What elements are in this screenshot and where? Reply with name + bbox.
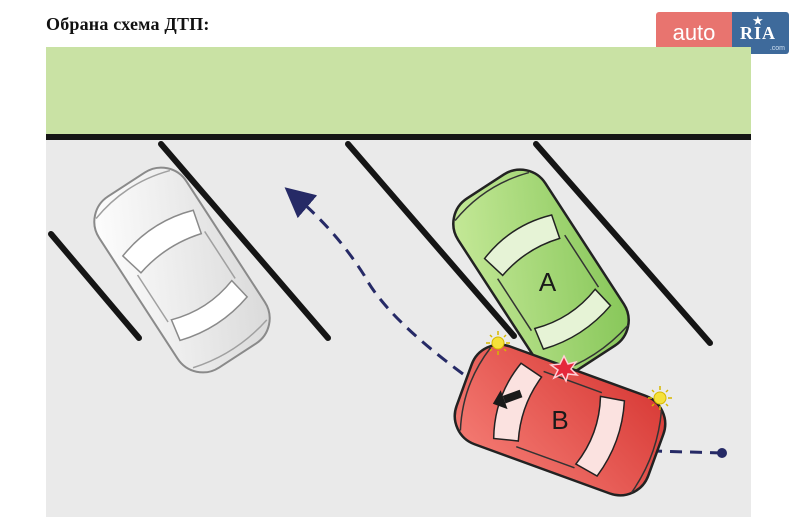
turn-signal-icon [486, 331, 510, 355]
parking-line [533, 141, 713, 346]
logo-ria-part: ★ RIA .com [732, 12, 789, 54]
path-start-point [717, 448, 727, 458]
parked-car [93, 166, 271, 374]
autoria-logo: auto ★ RIA .com [656, 12, 789, 54]
car-a: A [452, 168, 630, 376]
car-b-label: B [551, 405, 568, 435]
sidewalk [46, 47, 751, 135]
car-a-label: A [539, 267, 557, 297]
car-b: B [453, 343, 667, 497]
curb-line [46, 134, 751, 140]
accident-diagram: A B [46, 47, 751, 517]
star-icon: ★ [752, 13, 764, 28]
turn-signal-icon [648, 386, 672, 410]
parking-line [48, 231, 142, 341]
car-b-path [296, 197, 723, 455]
page-title: Обрана схема ДТП: [46, 14, 210, 34]
collision-burst-icon [548, 354, 580, 383]
parking-line [158, 141, 331, 341]
logo-ria-text: RIA [740, 23, 777, 43]
direction-arrow-icon [492, 389, 523, 410]
logo-domain: .com [769, 45, 785, 52]
parking-line [345, 141, 517, 339]
